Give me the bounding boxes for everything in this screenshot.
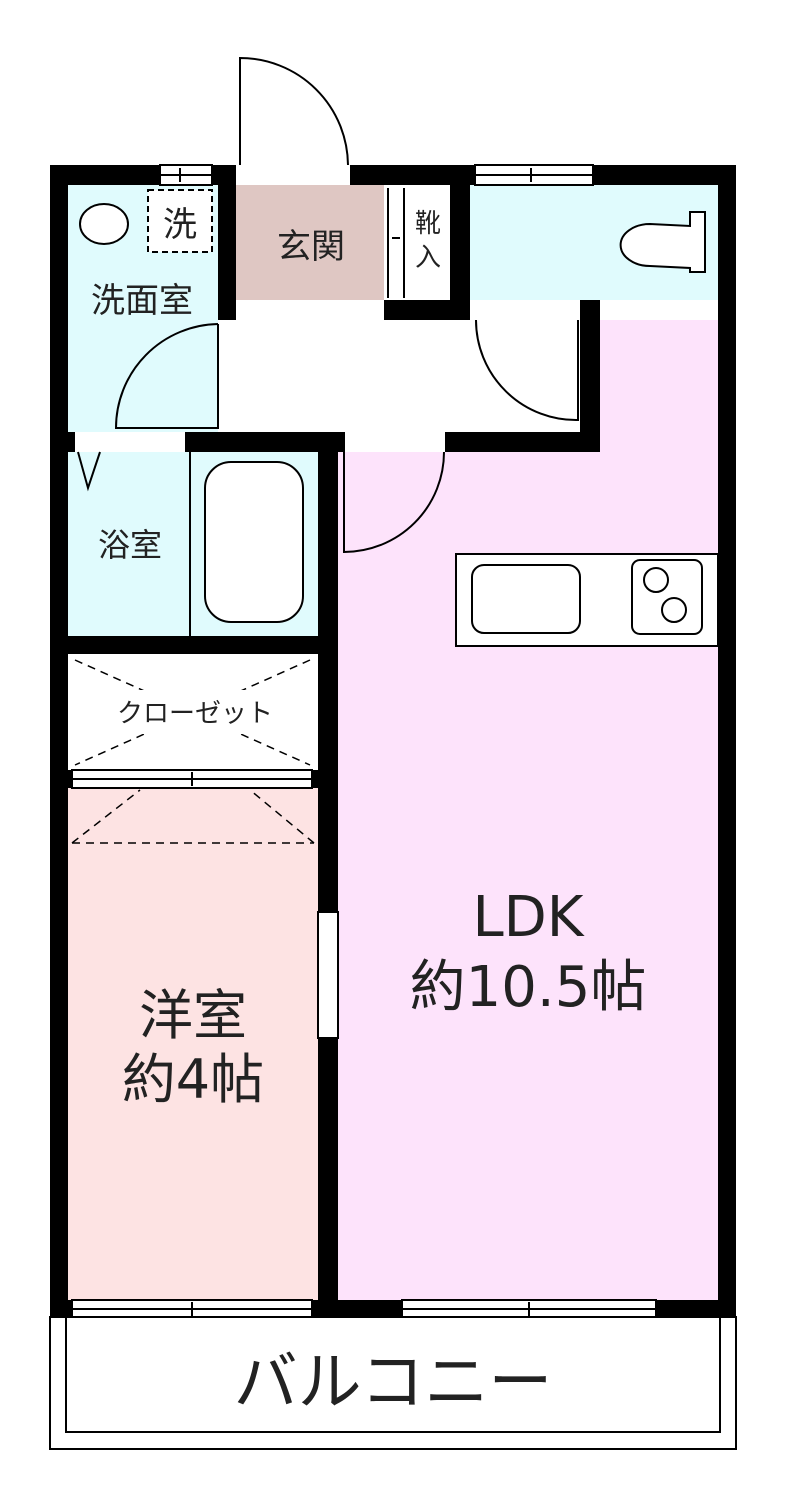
ldk-size: 約10.5帖	[410, 955, 647, 1020]
stove-icon	[631, 559, 703, 635]
ldk-name: LDK	[472, 885, 584, 950]
toilet-door	[475, 319, 579, 422]
entry-door	[239, 56, 349, 166]
shoe-box-label-1: 靴	[415, 209, 441, 239]
doors	[77, 56, 579, 554]
washer-label: 洗	[163, 205, 197, 245]
entrance-fill	[236, 185, 384, 300]
bath-door	[77, 451, 101, 492]
balcony-label: バルコニー	[234, 1346, 553, 1420]
washroom-door	[114, 323, 219, 429]
balcony-inner	[65, 1316, 721, 1433]
windows	[71, 164, 657, 1318]
closet-label-bg	[100, 690, 290, 734]
western-room-fill	[68, 788, 318, 1300]
washbasin-icon	[79, 203, 129, 245]
fixtures	[79, 188, 719, 647]
washroom-label: 洗面室	[91, 281, 193, 321]
toilet-icon	[619, 211, 706, 273]
bathroom-label: 浴室	[98, 526, 162, 564]
sink-icon	[471, 564, 581, 634]
western-room-size: 約4帖	[122, 1048, 264, 1111]
ldk-fill	[338, 320, 718, 1300]
bathtub-icon	[204, 461, 304, 623]
ldk-door	[343, 451, 445, 554]
balcony-outer	[49, 1316, 737, 1450]
western-room-name: 洋室	[139, 984, 247, 1047]
washer-place-icon	[147, 189, 213, 253]
shoe-box-fill	[384, 185, 450, 300]
closet-label: クローゼット	[117, 699, 273, 729]
openings	[75, 165, 580, 1039]
entrance-label: 玄関	[277, 227, 345, 267]
hall-fill	[218, 320, 580, 432]
shoe-box-label-2: 入	[415, 243, 441, 273]
walls	[50, 165, 736, 1317]
